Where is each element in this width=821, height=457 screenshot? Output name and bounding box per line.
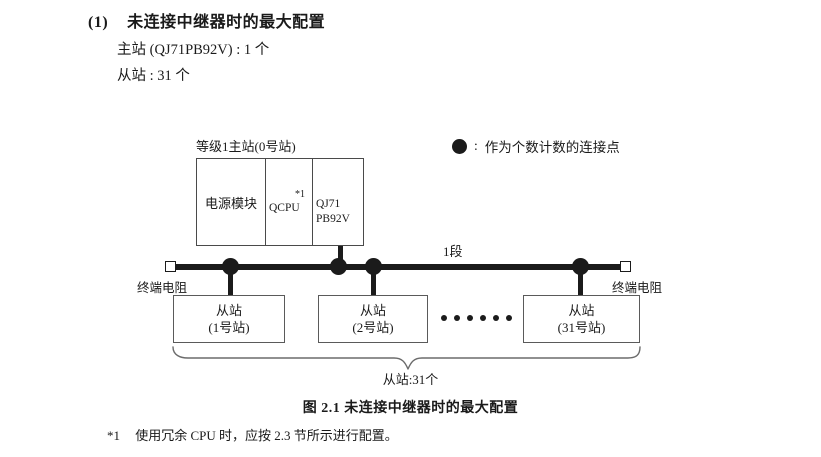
network-module-cell: QJ71 PB92V	[312, 159, 365, 245]
connection-node-master	[330, 258, 347, 275]
slave-31-station: (31号站)	[557, 320, 606, 335]
ellipsis-dot	[506, 315, 512, 321]
drop-line-slave-31	[578, 266, 583, 296]
master-rack: 电源模块 QCPU *1 QJ71 PB92V	[196, 158, 364, 246]
ellipsis-dot	[454, 315, 460, 321]
cpu-module-label: QCPU	[269, 202, 300, 214]
terminator-left-label: 终端电阻	[137, 281, 188, 295]
section-heading: (1) 未连接中继器时的最大配置	[88, 8, 325, 32]
terminator-right-label: 终端电阻	[612, 281, 663, 295]
ellipsis-dot	[480, 315, 486, 321]
slave-1-station: (1号站)	[208, 320, 250, 335]
network-module-label-line1: QJ71	[316, 198, 341, 210]
slave-station-box-1: 从站 (1号站)	[173, 295, 285, 343]
figure-caption: 图 2.1 未连接中继器时的最大配置	[302, 401, 519, 416]
master-station-label: 等级1主站(0号站)	[196, 139, 296, 154]
brace-shape	[172, 346, 641, 370]
legend: : 作为个数计数的连接点	[452, 136, 620, 156]
section-line-slave: 从站 : 31 个	[117, 68, 190, 84]
terminator-left-icon	[165, 261, 176, 272]
slave-station-box-31: 从站 (31号站)	[523, 295, 640, 343]
slave-station-box-2: 从站 (2号站)	[318, 295, 428, 343]
slave-count-brace	[170, 346, 650, 377]
slave-2-title: 从站	[359, 303, 386, 318]
ellipsis-dots	[441, 315, 512, 321]
footnote-mark: *1	[107, 428, 120, 443]
section-title: 未连接中继器时的最大配置	[127, 14, 326, 31]
segment-label: 1段	[443, 244, 463, 259]
slave-31-title: 从站	[568, 303, 595, 318]
network-module-label-line2: PB92V	[316, 213, 350, 225]
ellipsis-dot	[493, 315, 499, 321]
rack-divider-2	[312, 159, 313, 245]
slave-1-title: 从站	[215, 303, 242, 318]
ellipsis-dot	[467, 315, 473, 321]
filled-circle-icon	[452, 138, 467, 154]
slave-2-station: (2号站)	[352, 320, 394, 335]
legend-separator: :	[474, 138, 478, 153]
terminator-right-icon	[620, 261, 631, 272]
master-drop-line	[338, 246, 343, 266]
bus-trunk-line	[172, 264, 624, 270]
section-number: (1)	[88, 14, 109, 31]
drop-line-slave-2	[371, 266, 376, 296]
legend-label: 作为个数计数的连接点	[484, 140, 620, 155]
cpu-module-cell: QCPU *1	[265, 159, 312, 245]
power-module-label: 电源模块	[204, 195, 257, 211]
footnote: *1 使用冗余 CPU 时，应按 2.3 节所示进行配置。	[107, 425, 398, 444]
section-line-master: 主站 (QJ71PB92V) : 1 个	[117, 42, 270, 58]
rack-divider-1	[265, 159, 266, 245]
drop-line-slave-1	[228, 266, 233, 296]
slave-count-caption: 从站:31个	[382, 372, 439, 387]
ellipsis-dot	[441, 315, 447, 321]
footnote-text: 使用冗余 CPU 时，应按 2.3 节所示进行配置。	[135, 428, 398, 443]
cpu-footnote-mark: *1	[295, 189, 305, 200]
power-module-cell: 电源模块	[197, 159, 265, 245]
